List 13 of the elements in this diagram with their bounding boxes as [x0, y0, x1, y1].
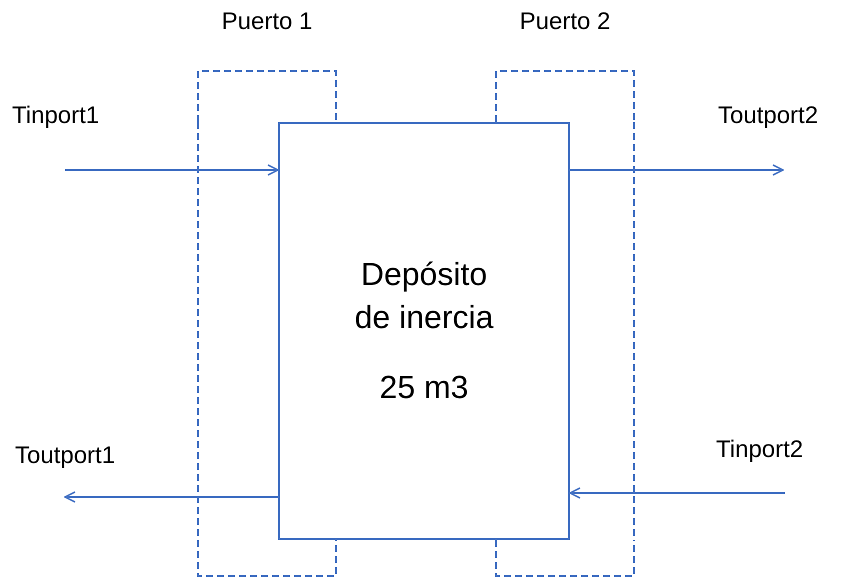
edge-label: Tinport2 — [716, 436, 804, 464]
arrow — [570, 164, 784, 176]
arrow — [64, 491, 278, 503]
arrow — [569, 487, 785, 499]
edge-label: Toutport1 — [15, 442, 116, 470]
arrow — [65, 164, 279, 176]
tank-text: 25 m3 — [378, 368, 470, 407]
port-heading: Puerto 2 — [518, 8, 612, 36]
port-heading: Puerto 1 — [220, 8, 314, 36]
tank-text: Depósito de inercia — [354, 255, 494, 338]
tank-box — [278, 122, 570, 540]
edge-label: Tinport1 — [12, 102, 100, 130]
edge-label: Toutport2 — [718, 102, 818, 130]
